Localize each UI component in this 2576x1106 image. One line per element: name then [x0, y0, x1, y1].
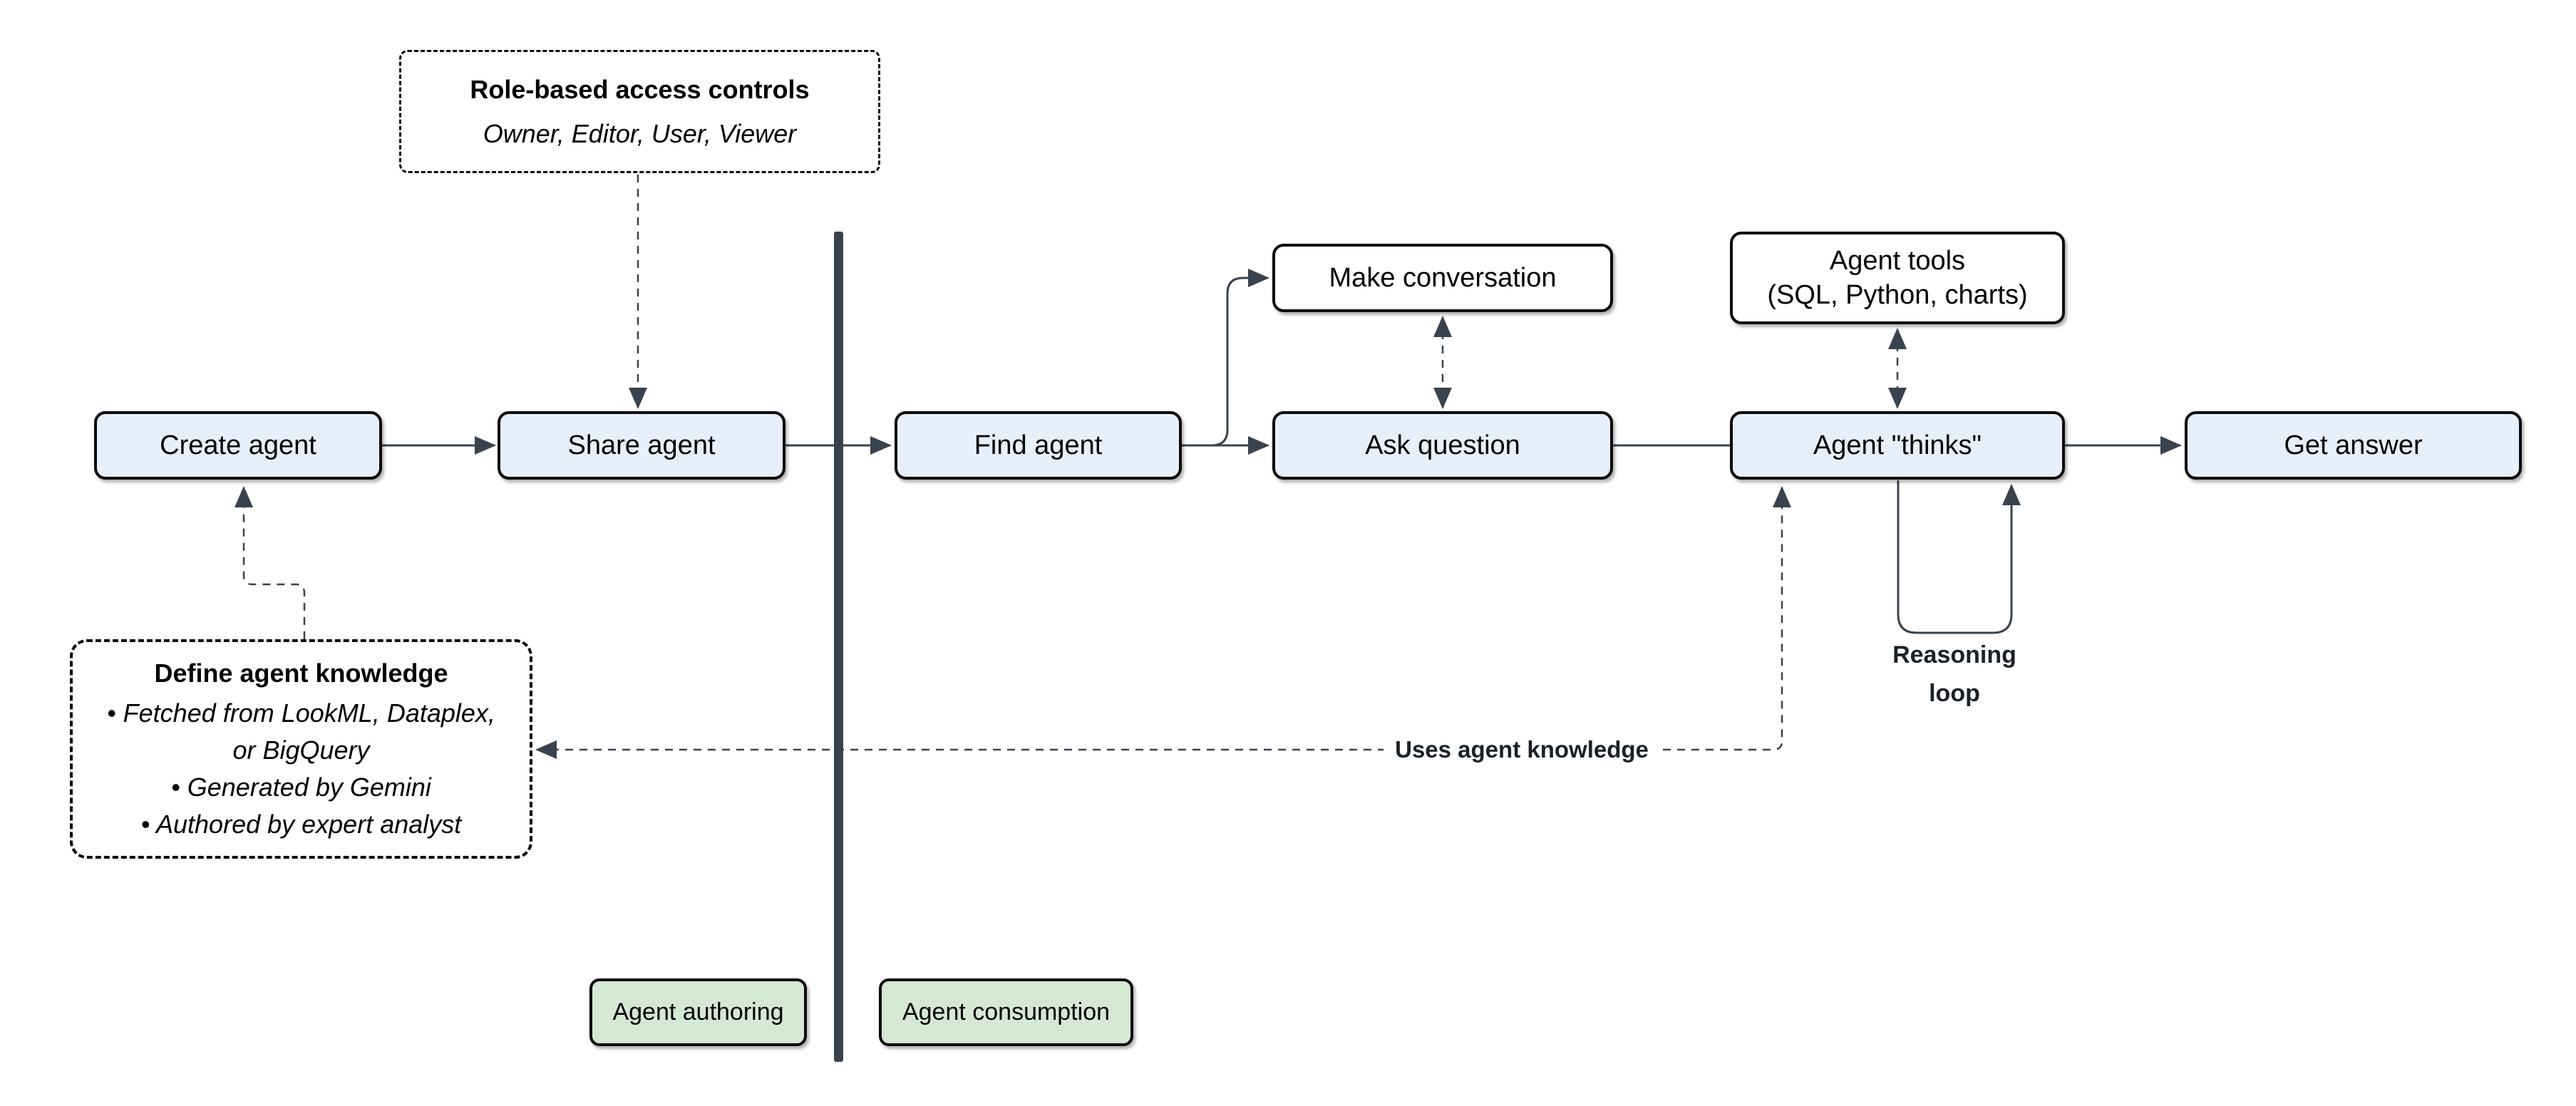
node-get-answer-label: Get answer: [2284, 430, 2423, 460]
node-agent-tools-label-line1: Agent tools: [1829, 246, 1966, 276]
knowledge-note-line: • Fetched from LookML, Dataplex,: [107, 698, 495, 728]
lane-tag-agent-authoring: Agent authoring: [589, 978, 807, 1046]
node-ask-question: Ask question: [1272, 411, 1613, 480]
knowledge-note: Define agent knowledge • Fetched from Lo…: [70, 639, 532, 859]
node-agent-tools: Agent tools (SQL, Python, charts): [1730, 232, 2065, 324]
rbac-note-title: Role-based access controls: [470, 74, 810, 104]
knowledge-note-line: • Generated by Gemini: [171, 772, 431, 802]
node-find-agent-label: Find agent: [974, 430, 1103, 460]
knowledge-note-line: or BigQuery: [232, 735, 370, 765]
edge-reasoning-loop: [1897, 480, 2021, 634]
node-agent-tools-label-line2: (SQL, Python, charts): [1767, 280, 2028, 310]
node-get-answer: Get answer: [2185, 411, 2522, 480]
node-make-conversation-label: Make conversation: [1329, 263, 1557, 293]
lane-tag-agent-consumption-label: Agent consumption: [902, 998, 1111, 1025]
node-create-agent-label: Create agent: [160, 430, 316, 460]
node-agent-thinks-label: Agent "thinks": [1813, 430, 1982, 460]
reasoning-loop-label-line2: loop: [1929, 680, 1980, 707]
node-find-agent: Find agent: [895, 411, 1182, 480]
node-agent-thinks: Agent "thinks": [1730, 411, 2065, 480]
node-ask-question-label: Ask question: [1365, 430, 1520, 460]
edge-uses-agent-knowledge: [535, 486, 1791, 759]
lane-tag-agent-authoring-label: Agent authoring: [612, 998, 784, 1025]
node-make-conversation: Make conversation: [1272, 244, 1613, 312]
rbac-note-roles: Owner, Editor, User, Viewer: [483, 118, 797, 148]
edge-find-to-make-conversation: [1182, 269, 1269, 447]
reasoning-loop-label: Reasoning loop: [1892, 636, 2016, 713]
knowledge-note-title: Define agent knowledge: [154, 658, 448, 688]
reasoning-loop-label-line1: Reasoning: [1892, 641, 2016, 668]
uses-agent-knowledge-label: Uses agent knowledge: [1384, 735, 1660, 765]
knowledge-note-line: • Authored by expert analyst: [140, 810, 462, 839]
node-share-agent-label: Share agent: [567, 430, 716, 460]
node-share-agent: Share agent: [498, 411, 785, 480]
lane-tag-agent-consumption: Agent consumption: [879, 978, 1133, 1046]
node-create-agent: Create agent: [94, 411, 382, 480]
authoring-consumption-divider: [834, 232, 843, 1062]
edge-knowledge-to-create: [235, 486, 306, 639]
rbac-note: Role-based access controls Owner, Editor…: [399, 50, 880, 173]
